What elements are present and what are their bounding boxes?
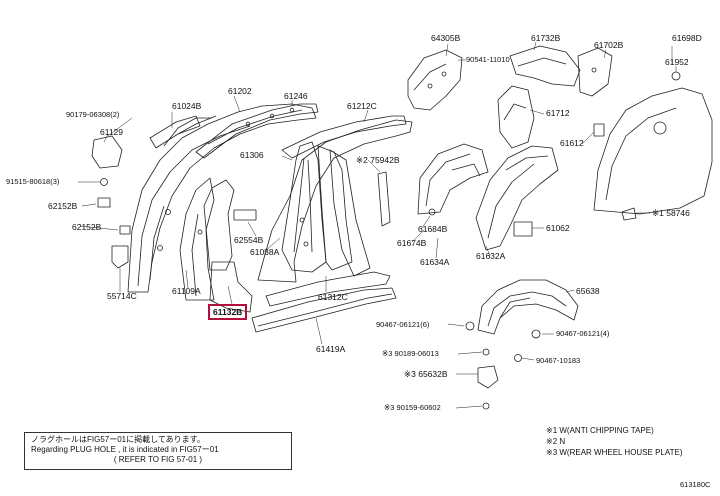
label-90467-06121-6[interactable]: 90467-06121(6) — [376, 320, 430, 329]
bolt-90189-drawing — [482, 348, 490, 356]
label-58746[interactable]: ※1 58746 — [652, 208, 690, 218]
quarter-panel-drawing — [593, 87, 713, 215]
clip-90467-c-drawing — [514, 354, 522, 362]
roof-rail-drawing — [195, 103, 319, 159]
label-62554b[interactable]: 62554B — [234, 235, 264, 245]
plate-62554b-drawing — [233, 209, 257, 221]
bolt-91515-drawing — [100, 178, 108, 186]
label-61632a[interactable]: 61632A — [476, 251, 506, 261]
label-61684b[interactable]: 61684B — [418, 224, 448, 234]
label-61062[interactable]: 61062 — [546, 223, 570, 233]
rail-61024b-drawing — [149, 115, 201, 149]
label-62152b-upper[interactable]: 62152B — [48, 201, 78, 211]
wheel-liner-drawing — [477, 279, 579, 335]
rocker-panel-drawing — [251, 271, 397, 333]
label-90189-06013[interactable]: ※3 90189-06013 — [382, 349, 439, 358]
body-side-outer-drawing — [257, 119, 413, 283]
label-61952[interactable]: 61952 — [665, 57, 689, 67]
label-61132b-highlighted[interactable]: 61132B — [208, 304, 248, 320]
bracket-55714c-drawing — [111, 245, 129, 269]
bracket-62152b-upper-drawing — [97, 197, 111, 208]
label-90159-60602[interactable]: ※3 90159-60602 — [384, 403, 441, 412]
tape-75942b-drawing — [377, 171, 391, 227]
label-90541-11010[interactable]: 90541-11010 — [466, 55, 510, 64]
bracket-65632b-drawing — [477, 365, 499, 389]
label-61129[interactable]: 61129 — [100, 127, 124, 137]
center-pillar-drawing — [281, 141, 353, 273]
note-english-line: Regarding PLUG HOLE , it is indicated in… — [31, 445, 219, 454]
front-pillar-drawing — [127, 103, 317, 313]
label-61312c[interactable]: 61312C — [318, 292, 348, 302]
label-65632b[interactable]: ※3 65632B — [404, 369, 448, 379]
label-91515-80618[interactable]: 91515-80618(3) — [6, 177, 60, 186]
wheel-house-inner-drawing — [417, 143, 489, 215]
leader-lines — [78, 41, 677, 409]
label-65638[interactable]: 65638 — [576, 286, 600, 296]
label-90179-06308[interactable]: 90179-06308(2) — [66, 110, 120, 119]
label-61419a[interactable]: 61419A — [316, 344, 346, 354]
label-61306[interactable]: 61306 — [240, 150, 264, 160]
legend: ※1 W(ANTI CHIPPING TAPE) ※2 N ※3 W(REAR … — [546, 425, 683, 458]
label-61698d[interactable]: 61698D — [672, 33, 702, 43]
bracket-61129-drawing — [91, 135, 123, 169]
upper-bracket-64305b-drawing — [407, 49, 463, 111]
label-61246[interactable]: 61246 — [284, 91, 308, 101]
inner-rail-drawing — [281, 115, 407, 159]
legend-item-1: ※1 W(ANTI CHIPPING TAPE) — [546, 426, 654, 435]
label-62152b-lower[interactable]: 62152B — [72, 222, 102, 232]
extension-61702b-drawing — [577, 47, 613, 97]
label-61634a[interactable]: 61634A — [420, 257, 450, 267]
label-61702b[interactable]: 61702B — [594, 40, 624, 50]
label-61732b[interactable]: 61732B — [531, 33, 561, 43]
label-61109a[interactable]: 61109A — [172, 286, 201, 296]
clip-61684b-drawing — [428, 208, 436, 216]
label-64305b[interactable]: 64305B — [431, 33, 461, 43]
label-90467-06121-4[interactable]: 90467-06121(4) — [556, 329, 610, 338]
note-japanese-line: ノラグホールはFIG57ー01に掲載してあります。 — [31, 435, 205, 444]
bolt-90159-drawing — [482, 402, 490, 410]
legend-item-2: ※2 N — [546, 437, 566, 446]
label-61202[interactable]: 61202 — [228, 86, 252, 96]
figure-code: 613180C — [680, 480, 711, 489]
label-61674b[interactable]: 61674B — [397, 238, 427, 248]
wheel-house-outer-drawing — [475, 145, 559, 251]
panel-61712-drawing — [497, 85, 535, 149]
legend-item-3: ※3 W(REAR WHEEL HOUSE PLATE) — [546, 448, 683, 457]
nut-90467-b-drawing — [531, 329, 541, 339]
nut-90467-a-drawing — [465, 321, 475, 331]
label-90467-10183[interactable]: 90467-10183 — [536, 356, 581, 365]
note-refer-line: ( REFER TO FIG 57-01 ) — [113, 455, 203, 464]
bracket-61062-drawing — [513, 221, 533, 237]
label-61212c[interactable]: 61212C — [347, 101, 377, 111]
label-61038a[interactable]: 61038A — [250, 247, 280, 257]
label-75942b[interactable]: ※2 75942B — [356, 155, 400, 165]
label-61612[interactable]: 61612 — [560, 138, 584, 148]
tape-58746-drawing — [621, 207, 637, 221]
label-55714c[interactable]: 55714C — [107, 291, 137, 301]
bracket-62152b-lower-drawing — [119, 225, 131, 235]
bracket-61612-drawing — [593, 123, 605, 137]
label-61024b[interactable]: 61024B — [172, 101, 202, 111]
clip-61952-drawing — [671, 71, 681, 81]
panel-61732b-drawing — [509, 45, 581, 87]
plug-hole-note-box: ノラグホールはFIG57ー01に掲載してあります。 Regarding PLUG… — [24, 432, 292, 470]
label-61712[interactable]: 61712 — [546, 108, 570, 118]
